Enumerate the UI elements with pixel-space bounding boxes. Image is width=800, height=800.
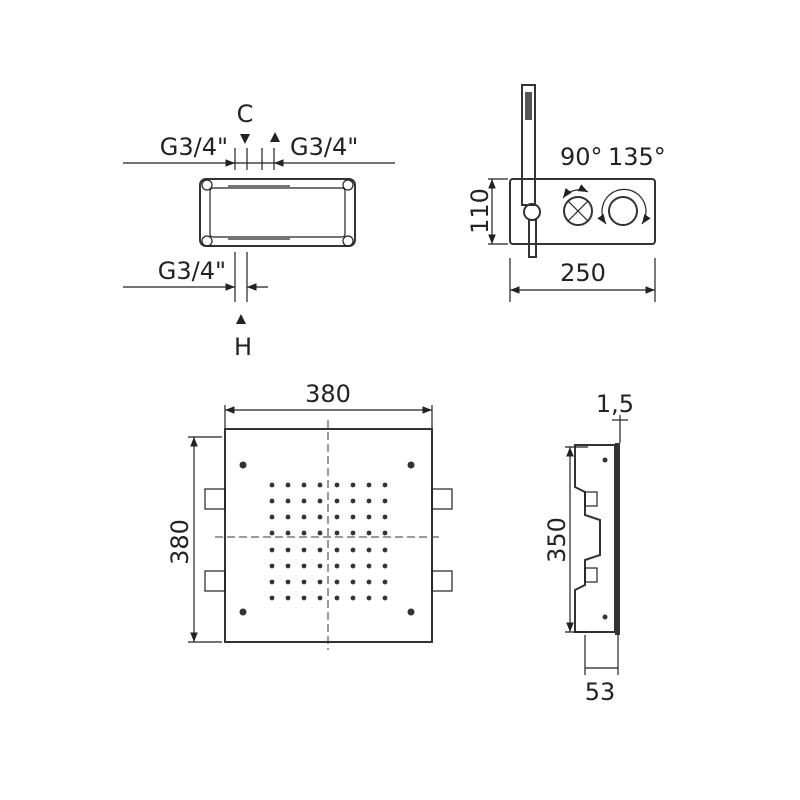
- inlet-left-label: G3/4": [160, 133, 228, 161]
- nozzle-dot: [301, 498, 307, 504]
- nozzle-dot: [285, 595, 291, 601]
- width-380-label: 380: [305, 380, 351, 408]
- nozzle-dot: [301, 595, 307, 601]
- nozzle-dot: [317, 579, 323, 585]
- inlet-right-label: G3/4": [290, 133, 358, 161]
- angle-90-label: 90°: [560, 143, 603, 171]
- nozzle-dot: [350, 482, 356, 488]
- nozzle-dot: [334, 530, 340, 536]
- nozzle-dot: [366, 498, 372, 504]
- valve-top-view: C G3/4" G3/4" G3/4" H: [123, 100, 395, 361]
- nozzle-dot: [350, 514, 356, 520]
- nozzle-dot: [285, 514, 291, 520]
- shower-head-front-view: 380 380: [166, 380, 453, 650]
- nozzle-dot: [382, 595, 388, 601]
- nozzle-dot: [317, 595, 323, 601]
- nozzle-dot: [269, 595, 275, 601]
- nozzle-dot: [317, 563, 323, 569]
- label-h: H: [234, 333, 252, 361]
- nozzle-dot: [366, 579, 372, 585]
- nozzle-dot: [285, 482, 291, 488]
- thermostat-handle-icon: [608, 196, 638, 226]
- nozzle-dot: [350, 563, 356, 569]
- width-250-label: 250: [560, 259, 606, 287]
- height-110-label: 110: [466, 188, 494, 234]
- nozzle-dot: [366, 563, 372, 569]
- valve-body-outline: [199, 178, 356, 247]
- nozzle-dot: [350, 595, 356, 601]
- nozzle-dot: [317, 530, 323, 536]
- nozzle-dot: [382, 563, 388, 569]
- nozzle-dot: [285, 547, 291, 553]
- nozzle-dot: [382, 579, 388, 585]
- mixer-plate: [509, 178, 656, 245]
- nozzle-dot: [350, 530, 356, 536]
- plate-thickness-label: 1,5: [596, 390, 634, 418]
- nozzle-dot: [317, 547, 323, 553]
- outlet-label: G3/4": [158, 257, 226, 285]
- nozzle-dot: [366, 514, 372, 520]
- nozzle-dot: [269, 482, 275, 488]
- nozzle-dot: [301, 579, 307, 585]
- nozzle-dot: [366, 482, 372, 488]
- nozzle-dot: [269, 563, 275, 569]
- nozzle-dot: [301, 514, 307, 520]
- nozzle-dot: [269, 579, 275, 585]
- nozzle-dot: [285, 498, 291, 504]
- nozzle-dot: [301, 530, 307, 536]
- nozzle-dot: [317, 482, 323, 488]
- nozzle-dot: [366, 547, 372, 553]
- nozzle-dot: [382, 498, 388, 504]
- height-350-label: 350: [543, 517, 571, 563]
- nozzle-dot: [382, 547, 388, 553]
- nozzle-dot: [350, 498, 356, 504]
- height-380-label: 380: [166, 519, 194, 565]
- angle-135-label: 135°: [608, 143, 666, 171]
- nozzle-dot: [334, 595, 340, 601]
- nozzle-dot: [366, 595, 372, 601]
- nozzle-dot: [366, 530, 372, 536]
- nozzle-dot: [334, 498, 340, 504]
- shower-head-side-view: 350 53 1,5: [543, 390, 634, 706]
- nozzle-dot: [269, 514, 275, 520]
- nozzle-dot: [301, 563, 307, 569]
- cold-inlet-arrow-icon: [240, 134, 250, 144]
- nozzle-dot: [269, 530, 275, 536]
- label-c: C: [237, 100, 254, 128]
- nozzle-dot: [334, 482, 340, 488]
- nozzle-dot: [334, 579, 340, 585]
- nozzle-dot: [350, 579, 356, 585]
- nozzle-dot: [317, 514, 323, 520]
- nozzle-dot: [334, 547, 340, 553]
- nozzle-dot: [350, 547, 356, 553]
- nozzle-dot: [317, 498, 323, 504]
- nozzle-dot: [301, 482, 307, 488]
- nozzle-dot: [269, 498, 275, 504]
- hot-inlet-arrow-icon: [270, 132, 280, 142]
- nozzle-dot: [285, 579, 291, 585]
- nozzle-dot: [382, 482, 388, 488]
- nozzle-dot: [285, 530, 291, 536]
- depth-53-label: 53: [585, 678, 616, 706]
- nozzle-dot: [382, 530, 388, 536]
- outlet-arrow-icon: [236, 314, 246, 324]
- nozzle-dot: [301, 547, 307, 553]
- nozzle-dot: [269, 547, 275, 553]
- mixer-front-view: 90° 135° 110 250: [466, 84, 666, 302]
- nozzle-dot: [334, 514, 340, 520]
- nozzle-dot: [285, 563, 291, 569]
- nozzle-dot: [382, 514, 388, 520]
- nozzle-dot: [334, 563, 340, 569]
